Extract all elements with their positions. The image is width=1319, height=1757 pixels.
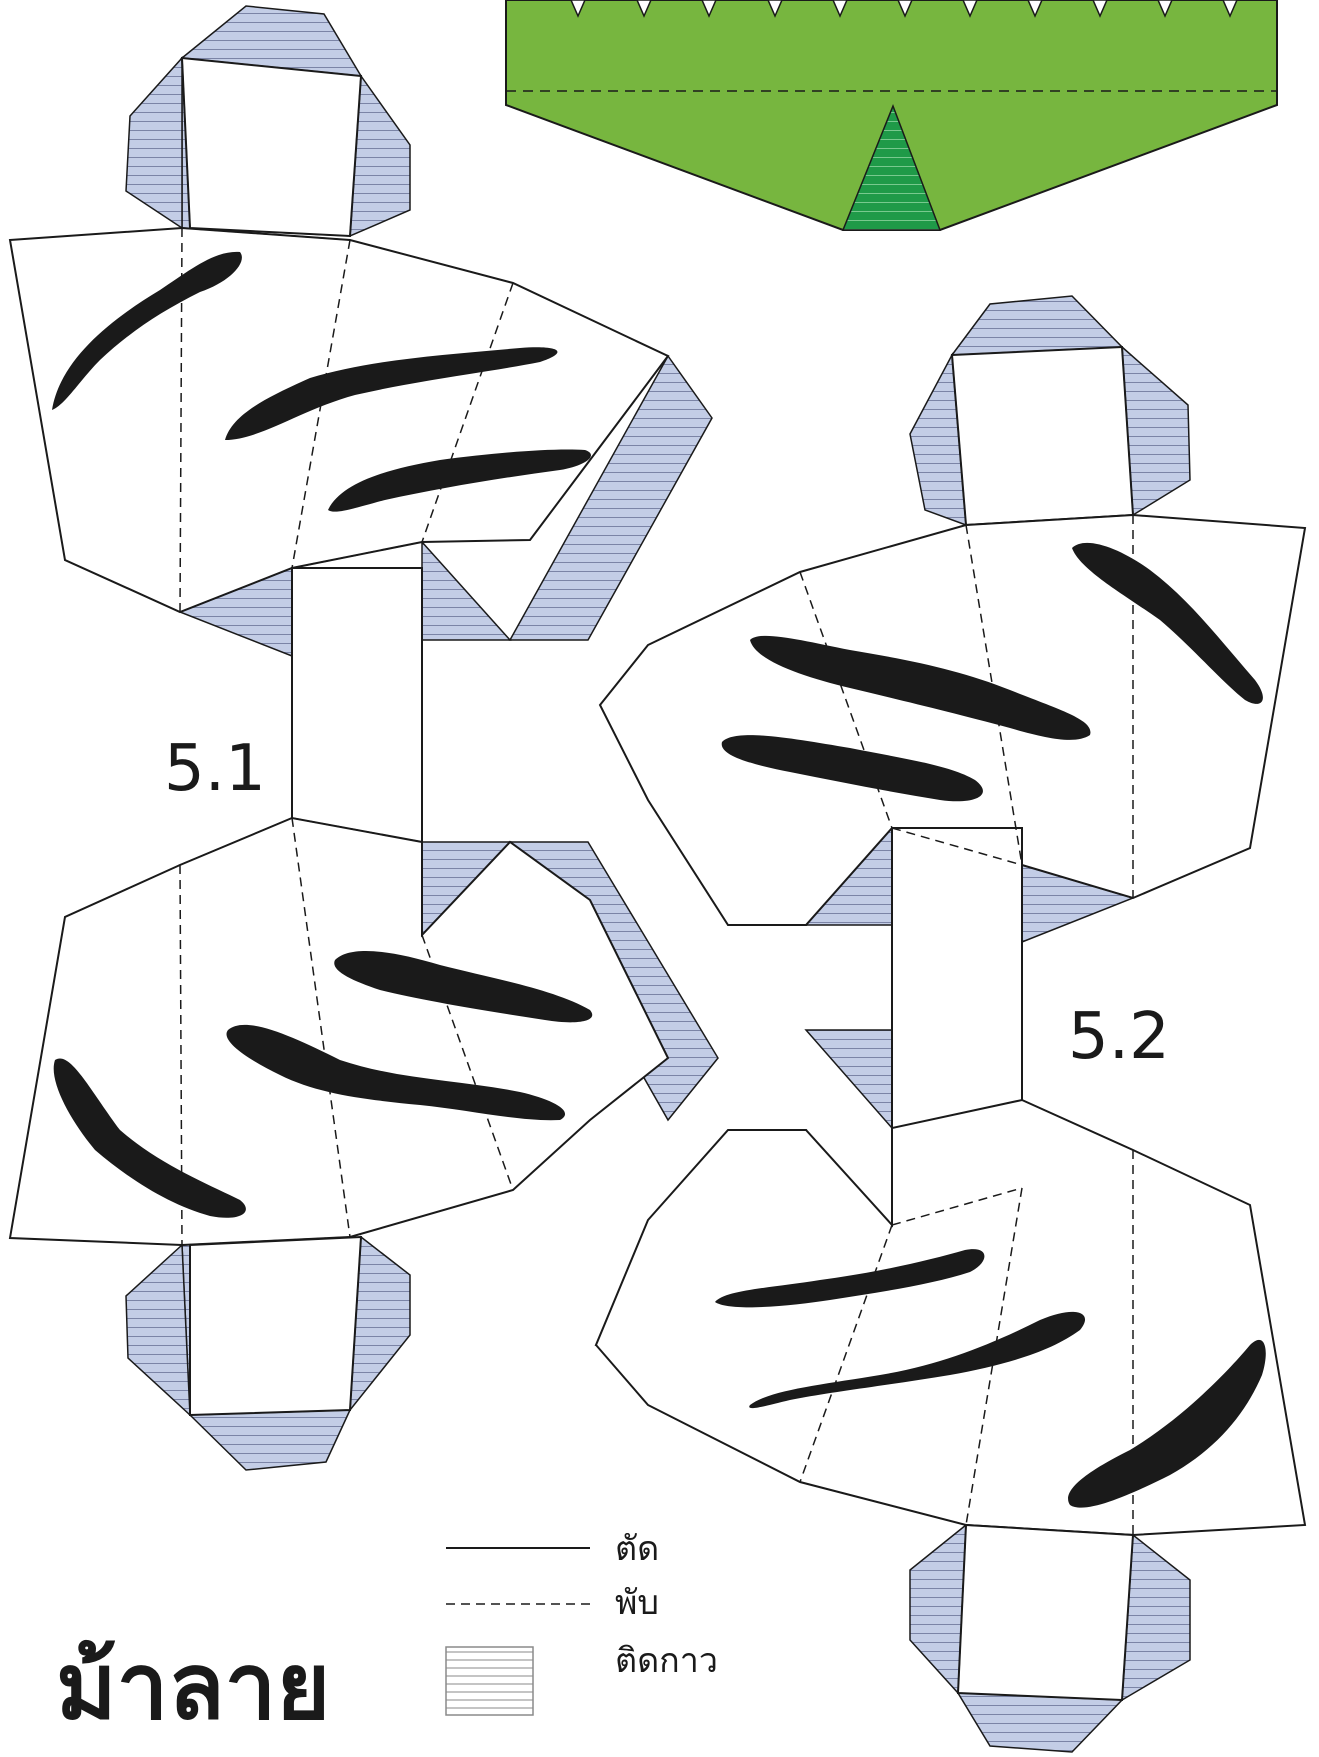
body-panels-5-2 [594, 345, 1307, 1702]
zebra-stripe [749, 1311, 1086, 1409]
zebra-piece-5-2: 5.2 [594, 295, 1307, 1753]
zebra-stripes-5-1 [52, 251, 593, 1218]
legend-cut-label: ตัด [615, 1529, 659, 1569]
part-label-5-2: 5.2 [1068, 1000, 1170, 1074]
zebra-stripe [226, 1024, 566, 1121]
zebra-stripe [721, 735, 983, 802]
grass-glue-tab [841, 103, 942, 231]
zebra-stripe [53, 1058, 246, 1218]
legend-fold-label: พับ [615, 1583, 659, 1623]
zebra-piece-5-1: 5.1 [8, 5, 719, 1471]
zebra-stripe [1068, 1339, 1266, 1508]
zebra-stripe [52, 251, 242, 410]
part-label-5-1: 5.1 [164, 732, 266, 806]
legend-glue-swatch [445, 1646, 534, 1716]
zebra-stripe [1072, 542, 1263, 704]
legend: ตัด พับ ติดกาว [445, 1529, 718, 1716]
legend-glue-label: ติดกาว [615, 1641, 718, 1681]
zebra-stripe [225, 347, 558, 440]
zebra-stripe [328, 449, 591, 512]
sheet-title: ม้าลาย [56, 1633, 330, 1740]
body-panels-5-1 [8, 56, 670, 1417]
zebra-stripe [750, 635, 1091, 740]
zebra-stripe [334, 950, 593, 1023]
zebra-stripes-5-2 [715, 542, 1266, 1508]
grass-cut-notches [570, 0, 1238, 18]
grass-base-piece [505, 0, 1278, 231]
zebra-stripe [715, 1249, 985, 1308]
